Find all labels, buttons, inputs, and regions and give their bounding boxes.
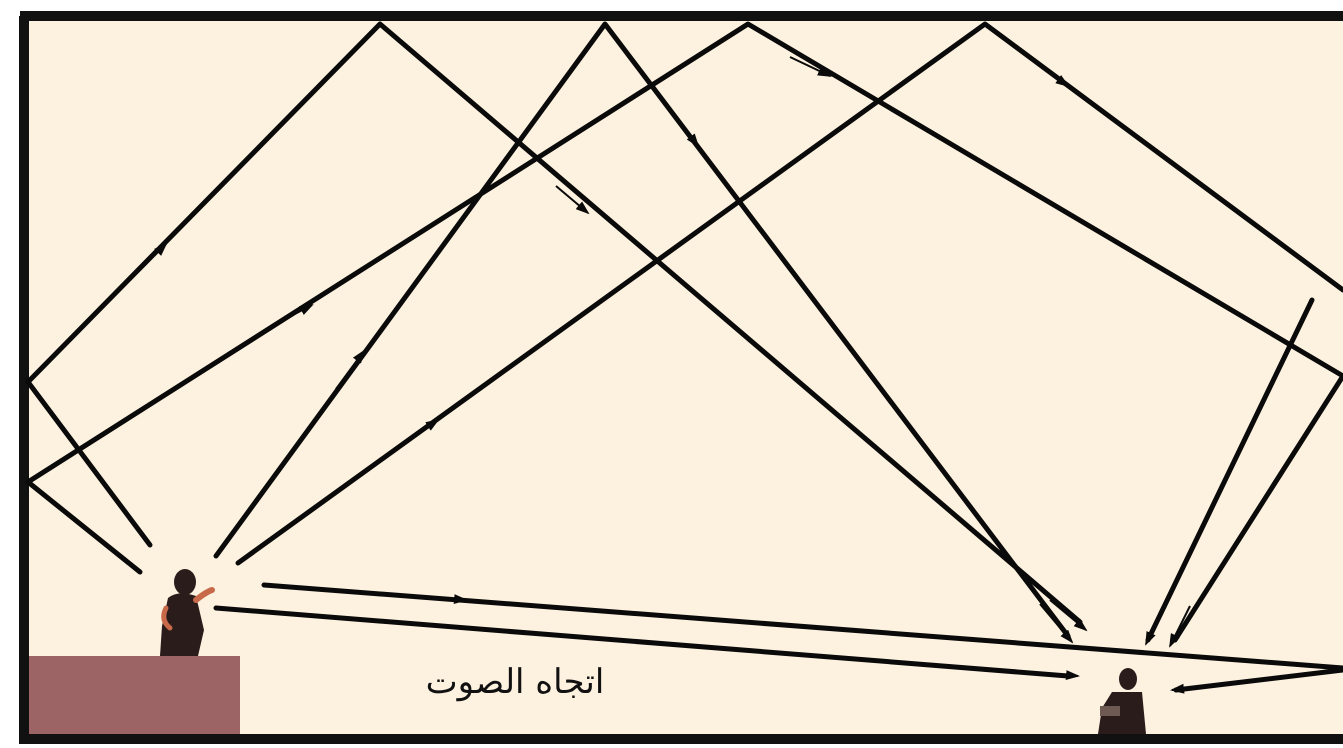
sound-direction-label: اتجاه الصوت [395,662,635,702]
stage-platform [29,656,240,734]
